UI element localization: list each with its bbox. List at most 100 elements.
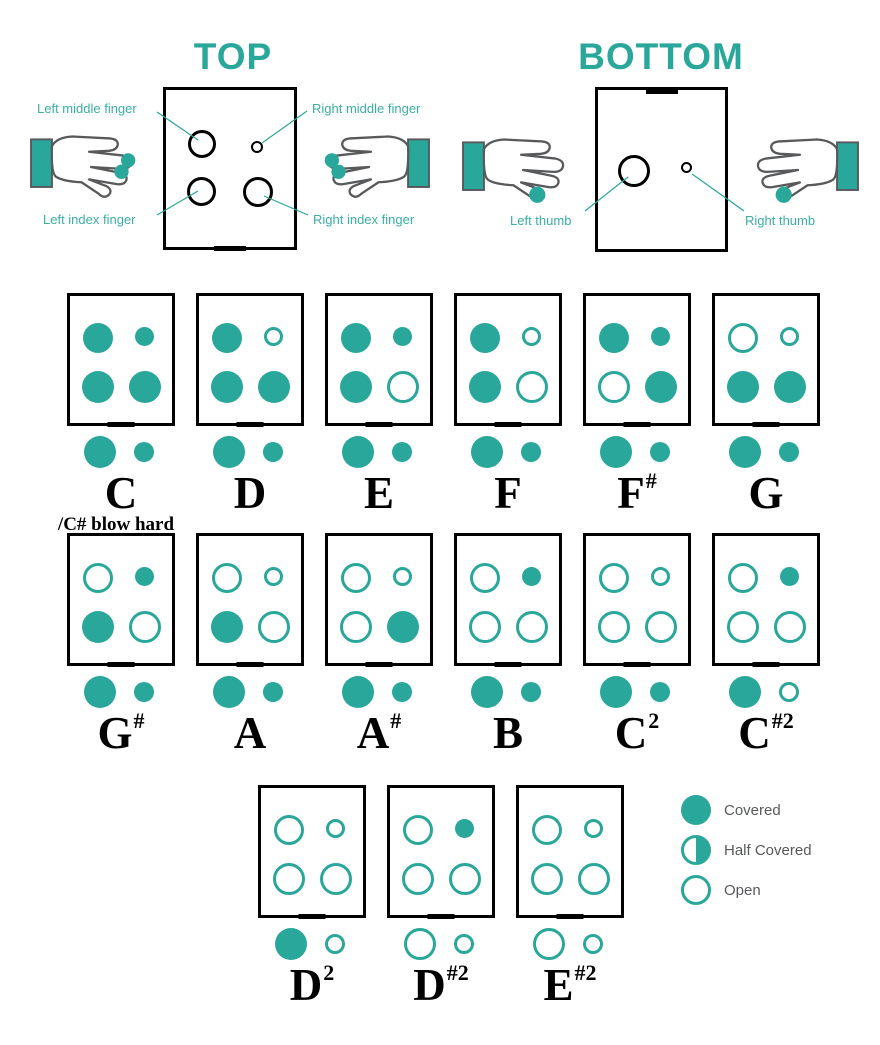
hole-right-index-covered: [645, 371, 677, 403]
note-chart-A#: A#: [325, 533, 433, 756]
top-left-middle-hole: [188, 130, 216, 158]
note-name: E#2: [543, 960, 597, 1010]
note-name: D2: [289, 960, 335, 1010]
hole-right-thumb-covered: [392, 682, 412, 702]
hole-left-thumb-open: [533, 928, 565, 960]
hole-left-middle-open: [470, 563, 500, 593]
hole-right-thumb-covered: [134, 682, 154, 702]
hole-right-index-covered: [129, 371, 161, 403]
hole-left-thumb-covered: [471, 436, 503, 468]
index-fingertip-dot: [331, 164, 346, 179]
ocarina-top-view: [196, 293, 304, 427]
note-name: F#: [617, 468, 657, 518]
hole-right-middle-open: [264, 567, 283, 586]
mouthpiece-bar: [494, 422, 522, 427]
hole-left-middle-covered: [470, 323, 500, 353]
fingering-row-3: D2 D#2 E#2: [258, 785, 624, 1008]
ocarina-top-view: [387, 785, 495, 919]
hole-left-middle-open: [728, 563, 758, 593]
middle-fingertip-dot: [121, 153, 136, 168]
right-middle-finger-label: Right middle finger: [312, 101, 421, 116]
hole-left-thumb-covered: [213, 676, 245, 708]
hole-right-index-open: [449, 863, 481, 895]
thumb-holes: [196, 676, 304, 708]
note-name: D#2: [413, 960, 469, 1010]
thumb-holes: [583, 676, 691, 708]
bottom-right-hand-illustration: [737, 130, 860, 210]
hole-right-index-open: [258, 611, 290, 643]
hole-left-index-open: [531, 863, 563, 895]
ocarina-top-view: [583, 293, 691, 427]
hole-right-thumb-covered: [521, 442, 541, 462]
thumb-holes: [258, 928, 366, 960]
hole-right-thumb-open: [779, 682, 799, 702]
hole-left-middle-open: [403, 815, 433, 845]
hole-left-index-open: [273, 863, 305, 895]
right-thumb-label: Right thumb: [745, 213, 816, 228]
bottom-section-title: BOTTOM: [578, 36, 744, 77]
hole-left-middle-covered: [341, 323, 371, 353]
hole-left-index-open: [469, 611, 501, 643]
hole-right-thumb-covered: [521, 682, 541, 702]
thumb-holes: [712, 676, 820, 708]
ocarina-top-view: [67, 293, 175, 427]
hole-right-middle-open: [651, 567, 670, 586]
thumb-holes: [196, 436, 304, 468]
top-right-middle-hole: [251, 141, 263, 153]
mouthpiece-bar: [365, 662, 393, 667]
hole-left-middle-open: [212, 563, 242, 593]
note-chart-F#: F#: [583, 293, 691, 536]
legend-label: Covered: [724, 801, 781, 819]
hole-left-middle-open: [532, 815, 562, 845]
mouthpiece-bar: [623, 662, 651, 667]
hole-left-thumb-open: [404, 928, 436, 960]
hole-left-thumb-covered: [213, 436, 245, 468]
note-sublabel: /C# blow hard: [57, 514, 175, 535]
mouthpiece-bar: [214, 246, 246, 251]
legend: Covered Half Covered Open: [681, 795, 812, 915]
mouthpiece-bar: [236, 662, 264, 667]
thumb-holes: [712, 436, 820, 468]
thumb-holes: [387, 928, 495, 960]
note-name: C2: [614, 708, 660, 758]
note-chart-D#2: D#2: [387, 785, 495, 1008]
note-chart-E#2: E#2: [516, 785, 624, 1008]
note-chart-G#: G#: [67, 533, 175, 756]
top-right-index-hole: [243, 177, 273, 207]
hole-left-thumb-covered: [84, 436, 116, 468]
hole-left-thumb-covered: [471, 676, 503, 708]
thumb-tip-dot: [775, 186, 792, 203]
mouthpiece-bar: [623, 422, 651, 427]
hole-right-thumb-covered: [650, 682, 670, 702]
note-chart-E: E: [325, 293, 433, 536]
ocarina-top-view: [516, 785, 624, 919]
note-name: G: [748, 468, 784, 518]
note-chart-C#2: C#2: [712, 533, 820, 756]
hole-right-thumb-covered: [263, 682, 283, 702]
thumb-holes: [454, 436, 562, 468]
note-name: F: [494, 468, 522, 518]
hole-left-thumb-covered: [342, 436, 374, 468]
note-name: C#2: [738, 708, 794, 758]
legend-label: Half Covered: [724, 841, 812, 859]
note-chart-B: B: [454, 533, 562, 756]
hole-left-index-covered: [211, 611, 243, 643]
note-chart-D2: D2: [258, 785, 366, 1008]
hole-right-middle-open: [780, 327, 799, 346]
note-chart-F: F: [454, 293, 562, 536]
mouthpiece-bar: [556, 914, 584, 919]
hole-right-index-open: [320, 863, 352, 895]
ocarina-top-view: [712, 533, 820, 667]
top-left-hand-illustration: [29, 127, 152, 207]
hole-left-index-open: [340, 611, 372, 643]
hole-right-index-open: [578, 863, 610, 895]
mouthpiece-bar: [236, 422, 264, 427]
note-name: E: [363, 468, 394, 518]
top-ocarina-body: [163, 87, 297, 251]
hole-right-middle-open: [522, 327, 541, 346]
mouthpiece-bar: [494, 662, 522, 667]
ocarina-top-view: [258, 785, 366, 919]
legend-item-open: Open: [681, 875, 812, 905]
hole-right-middle-covered: [135, 567, 154, 586]
hole-right-index-open: [645, 611, 677, 643]
